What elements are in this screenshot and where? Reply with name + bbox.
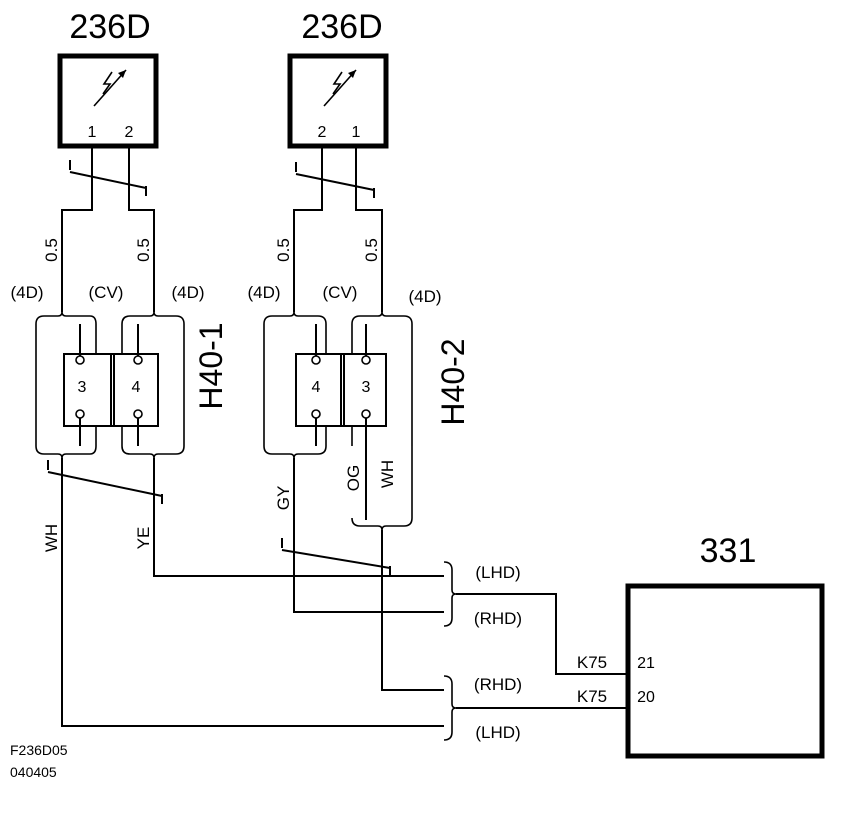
date-code: 040405	[10, 764, 57, 780]
module-pin-21: 21	[637, 655, 655, 672]
left-4d-a-label: (4D)	[10, 283, 43, 302]
figure-id: F236D05	[10, 742, 68, 758]
wire-wh-right-label: WH	[378, 460, 397, 488]
left-wire-a-size: 0.5	[42, 238, 61, 262]
left-4d-b-label: (4D)	[171, 283, 204, 302]
h40-1-pin-3: 3	[78, 379, 87, 396]
left-cv-label: (CV)	[89, 283, 124, 302]
figure-footer: F236D05 040405	[10, 742, 68, 780]
left-variant-labels: (4D) (CV) (4D)	[10, 283, 204, 302]
wire-ye-label: YE	[134, 527, 153, 550]
wire-og-label: OG	[344, 465, 363, 491]
module-pin-20: 20	[637, 689, 655, 706]
sensor-right-pin-1: 1	[352, 124, 361, 141]
right-wire-sizes: 0.5 0.5	[274, 238, 381, 262]
sensor-right-pin-2: 2	[318, 124, 327, 141]
wire-wh-left-label: WH	[42, 524, 61, 552]
sensor-left-pin-2: 2	[125, 124, 134, 141]
sensor-left-symbol-icon	[93, 69, 127, 107]
right-4d-a-label: (4D)	[247, 283, 280, 302]
h40-2-label: H40-2	[435, 338, 471, 425]
connector-h40-1: 3 4 H40-1	[63, 322, 229, 446]
module-wires: K75 K75	[456, 593, 628, 709]
left-wire-sizes: 0.5 0.5	[42, 238, 153, 262]
right-wire-b-size: 0.5	[362, 238, 381, 262]
sensor-right-symbol-icon	[323, 69, 357, 107]
left-bottom-braces	[35, 445, 185, 459]
right-wire-a-size: 0.5	[274, 238, 293, 262]
sensor-right-box	[287, 53, 389, 149]
module-box	[625, 583, 825, 759]
connector-h40-2: 4 3 H40-2	[295, 324, 471, 520]
sensor-236d-right: 236D 2 1	[287, 8, 389, 149]
wire-k75-top-label: K75	[577, 653, 607, 672]
rhd-top-label: (RHD)	[474, 609, 522, 628]
module-331: 331 21 20	[625, 532, 825, 759]
left-lower-wires: WH YE	[42, 458, 444, 727]
sensor-236d-left: 236D 1 2	[57, 8, 159, 149]
right-variant-labels: (4D) (CV) (4D)	[247, 283, 441, 306]
left-twisted-pair	[61, 148, 155, 312]
sensor-left-box	[57, 53, 159, 149]
wire-k75-bottom-label: K75	[577, 687, 607, 706]
sensor-right-label: 236D	[301, 8, 382, 46]
right-4d-b-label: (4D)	[408, 287, 441, 306]
lhd-bottom-label: (LHD)	[475, 723, 520, 742]
h40-2-pin-3: 3	[362, 379, 371, 396]
lhd-top-label: (LHD)	[475, 563, 520, 582]
h40-1-pin-4: 4	[132, 379, 141, 396]
h40-2-pin-4: 4	[312, 379, 321, 396]
wire-gy-label: GY	[274, 486, 293, 511]
right-twisted-pair	[293, 148, 383, 312]
sensor-left-label: 236D	[69, 8, 150, 46]
variant-braces: (LHD) (RHD) (RHD) (LHD)	[443, 561, 522, 742]
module-label: 331	[700, 532, 757, 570]
rhd-bottom-label: (RHD)	[474, 675, 522, 694]
right-lower-wires: GY OG WH	[274, 458, 444, 691]
sensor-left-pin-1: 1	[88, 124, 97, 141]
h40-1-label: H40-1	[193, 322, 229, 409]
right-cv-label: (CV)	[323, 283, 358, 302]
left-wire-b-size: 0.5	[134, 238, 153, 262]
